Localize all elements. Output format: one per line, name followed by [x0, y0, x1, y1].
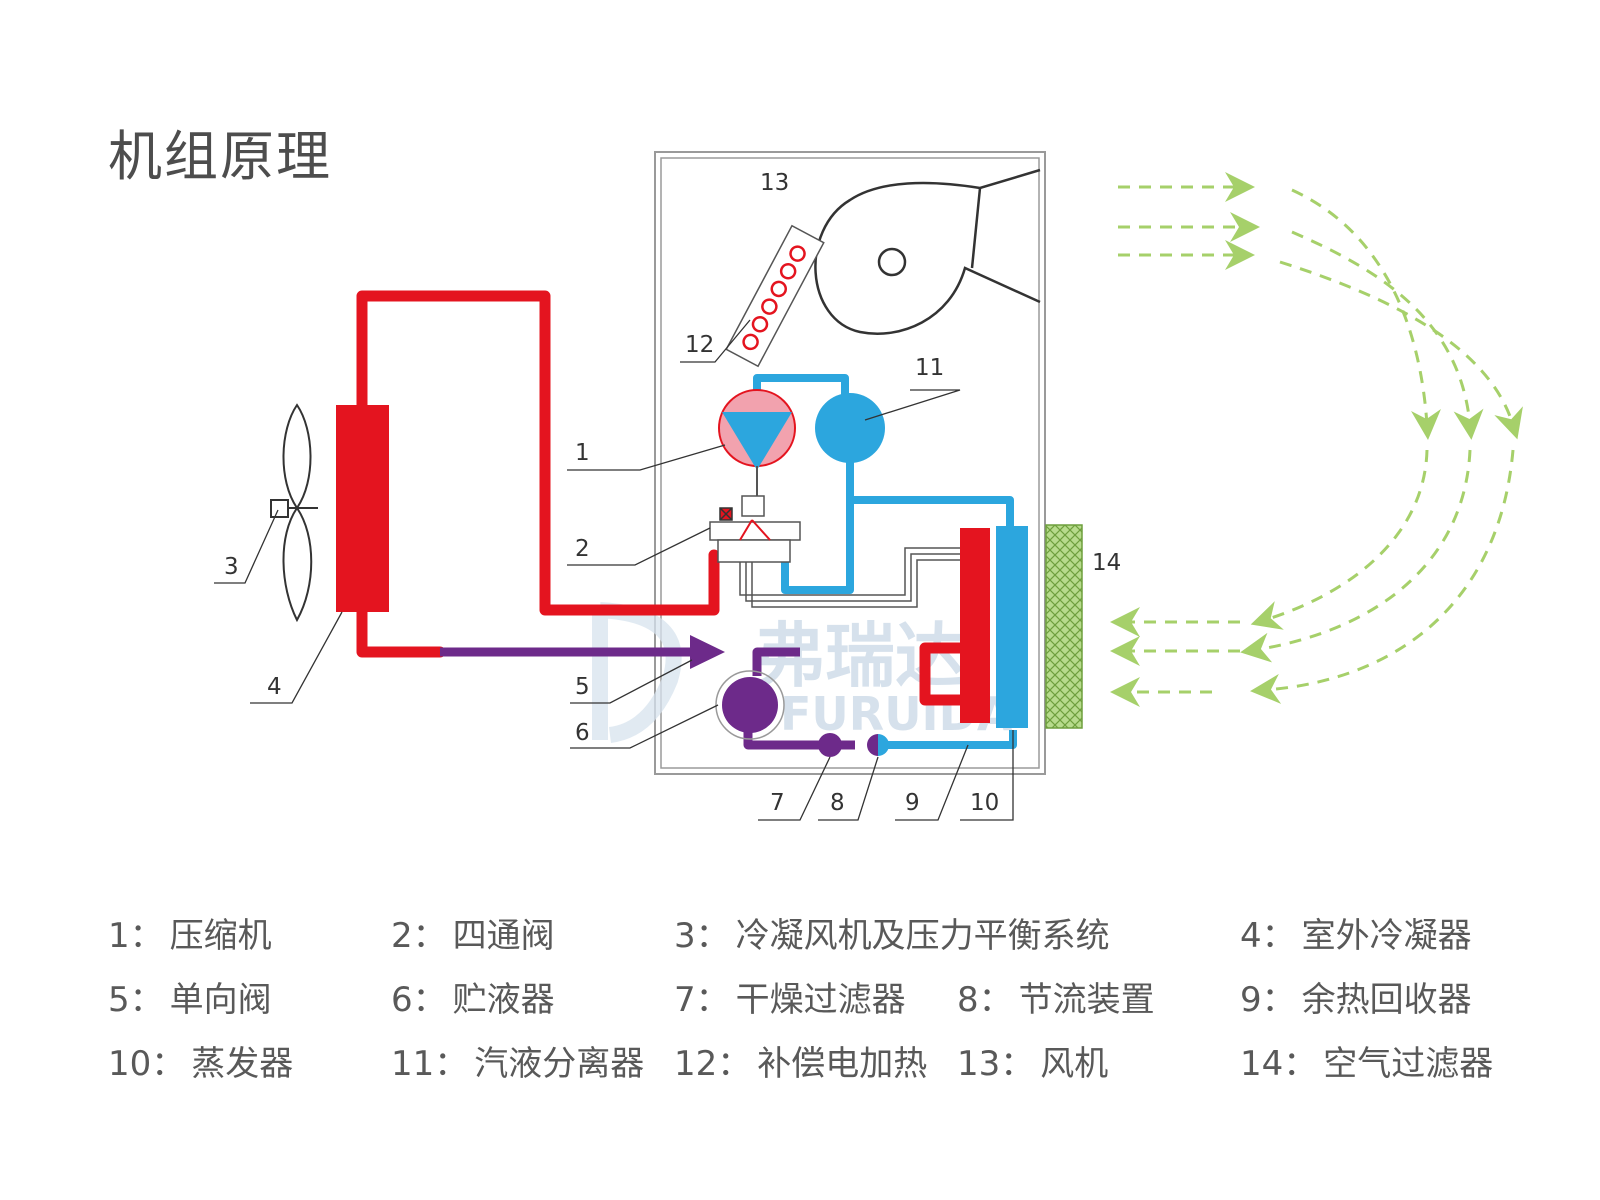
legend-item-2: 2：四通阀 [391, 915, 674, 957]
legend-num-3: 3： [674, 916, 730, 956]
legend-text-2: 四通阀 [452, 916, 555, 956]
legend-text-13: 风机 [1040, 1044, 1109, 1084]
thin-pipes [739, 547, 960, 608]
legend-text-1: 压缩机 [169, 916, 272, 956]
legend-item-8: 8：节流装置 [957, 979, 1240, 1021]
check-valve [690, 635, 725, 669]
legend-item-11: 11：汽液分离器 [391, 1043, 674, 1085]
blower-fan [814, 168, 1041, 335]
legend-num-5: 5： [108, 980, 164, 1020]
callout-numbers: 1 2 3 4 5 6 7 8 9 10 11 12 13 14 [224, 170, 1121, 816]
legend-num-6: 6： [391, 980, 447, 1020]
legend-text-9: 余热回收器 [1301, 980, 1472, 1020]
legend-text-3: 冷凝风机及压力平衡系统 [735, 916, 1110, 956]
legend-text-11: 汽液分离器 [474, 1044, 645, 1084]
callout-8: 8 [830, 790, 845, 816]
callout-13: 13 [760, 170, 789, 196]
air-filter [1045, 524, 1083, 729]
callout-7: 7 [770, 790, 785, 816]
legend-text-14: 空气过滤器 [1323, 1044, 1494, 1084]
legend-item-13: 13：风机 [957, 1043, 1240, 1085]
drier-filter [818, 733, 842, 757]
legend-item-6: 6：贮液器 [391, 979, 674, 1021]
legend-num-11: 11： [391, 1044, 469, 1084]
legend-text-5: 单向阀 [169, 980, 272, 1020]
legend-text-12: 补偿电加热 [757, 1044, 928, 1084]
legend-text-4: 室外冷凝器 [1301, 916, 1472, 956]
callout-3: 3 [224, 554, 239, 580]
page-title: 机组原理 [108, 125, 332, 188]
legend-num-2: 2： [391, 916, 447, 956]
evaporator [996, 526, 1028, 728]
compensation-heater [725, 224, 825, 368]
legend-num-7: 7： [674, 980, 730, 1020]
callout-2: 2 [575, 536, 590, 562]
callout-11: 11 [915, 355, 944, 381]
gas-liquid-separator [815, 393, 885, 463]
throttling-device [867, 734, 889, 756]
callout-10: 10 [970, 790, 999, 816]
legend-num-12: 12： [674, 1044, 752, 1084]
callout-12: 12 [685, 332, 714, 358]
legend-num-10: 10： [108, 1044, 186, 1084]
condenser-fan-icon [270, 403, 318, 623]
legend-text-6: 贮液器 [452, 980, 555, 1020]
outdoor-condenser [336, 405, 389, 612]
legend-item-4: 4：室外冷凝器 [1240, 915, 1523, 957]
watermark-logo-icon [592, 602, 682, 743]
callout-leaders [214, 319, 1014, 821]
legend-text-10: 蒸发器 [191, 1044, 294, 1084]
legend-num-9: 9： [1240, 980, 1296, 1020]
hot-pipes [356, 290, 966, 706]
compressor [718, 389, 796, 500]
callout-5: 5 [575, 674, 590, 700]
legend-item-1: 1：压缩机 [108, 915, 391, 957]
legend-num-4: 4： [1240, 916, 1296, 956]
legend-item-7: 7：干燥过滤器 [674, 979, 957, 1021]
legend-spacer [957, 915, 1240, 957]
legend-item-14: 14：空气过滤器 [1240, 1043, 1523, 1085]
legend-item-5: 5：单向阀 [108, 979, 391, 1021]
legend-text-7: 干燥过滤器 [735, 980, 906, 1020]
legend-text-8: 节流装置 [1018, 980, 1155, 1020]
legend-item-9: 9：余热回收器 [1240, 979, 1523, 1021]
receiver [715, 670, 785, 740]
legend-num-14: 14： [1240, 1044, 1318, 1084]
unit-cabinet [654, 151, 1046, 775]
legend: 1：压缩机 2：四通阀 3：冷凝风机及压力平衡系统 4：室外冷凝器 5：单向阀 … [108, 915, 1548, 1085]
legend-item-3: 3：冷凝风机及压力平衡系统 [674, 915, 1110, 957]
callout-4: 4 [267, 674, 282, 700]
airflow-arrows [1110, 172, 1523, 707]
four-way-valve [709, 495, 801, 563]
legend-num-13: 13： [957, 1044, 1035, 1084]
legend-item-10: 10：蒸发器 [108, 1043, 391, 1085]
legend-num-8: 8： [957, 980, 1013, 1020]
callout-14: 14 [1092, 550, 1121, 576]
callout-6: 6 [575, 720, 590, 746]
legend-item-12: 12：补偿电加热 [674, 1043, 957, 1085]
callout-9: 9 [905, 790, 920, 816]
legend-num-1: 1： [108, 916, 164, 956]
callout-1: 1 [575, 440, 590, 466]
heat-recovery-coil [960, 528, 990, 723]
